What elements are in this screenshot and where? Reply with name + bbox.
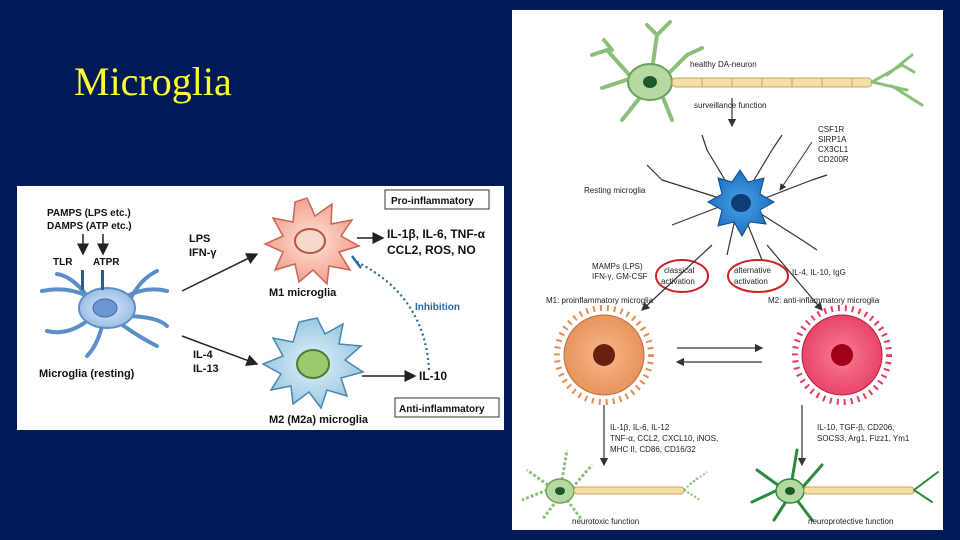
receptor-cd200r: CD200R [818,155,849,164]
m2-products-line2: SOCS3, Arg1, Fizz1, Ym1 [817,434,910,443]
damps-label: DAMPS (ATP etc.) [47,221,132,232]
m1-microglia-cell [263,197,361,286]
arrow-to-m2 [181,335,259,366]
m1-stimulus-lps: LPS [189,233,210,245]
m2-microglia-cell [261,317,365,410]
arrow-to-m2 [766,244,823,311]
tlr-label: TLR [53,257,73,268]
resting-microglia-label: Resting microglia [584,186,646,195]
classical-line1: classical [664,266,694,275]
pro-inflammatory-label: Pro-inflammatory [391,196,474,207]
mamps-line1: MAMPs (LPS) [592,262,643,271]
surveillance-label: surveillance function [694,101,766,110]
alt-stimuli: IL-4, IL-10, IgG [792,268,846,277]
m1-cytokines-line2: CCL2, ROS, NO [387,243,476,257]
healthy-neuron-label: healthy DA-neuron [690,60,757,69]
receptor-csf1r: CSF1R [818,125,844,134]
inhibition-curve [356,261,431,371]
receptor-cx3cl1: CX3CL1 [818,145,849,154]
activation-pathway-diagram: PAMPS (LPS etc.) DAMPS (ATP etc.) TLR AT… [17,186,504,430]
alternative-line2: activation [734,277,768,286]
healthy-neuron [590,20,924,122]
m2-products-line1: IL-10, TGF-β, CD206, [817,423,894,432]
classical-activation-oval [655,259,709,293]
m2-cytokine: IL-10 [419,369,447,383]
receptor-sirp1a: SIRP1A [818,135,847,144]
m2-antiinflammatory-cell [792,305,892,405]
m1-products-line3: MHC II, CD86, CD16/32 [610,445,696,454]
atpr-label: ATPR [93,257,120,268]
neuroprotective-label: neuroprotective function [808,517,893,526]
neuroprotective-neuron [750,448,939,522]
m2-stimulus-il4: IL-4 [193,349,213,361]
resting-microglia-cell [40,269,169,358]
inhibition-bar [351,255,362,269]
m1-products-line2: TNF-α, CCL2, CXCL10, iNOS, [610,434,718,443]
m1-label: M1: proinflammatory microglia [546,296,654,305]
mamps-line2: IFN-γ, GM-CSF [592,272,648,281]
microglia-states-diagram: healthy DA-neuron surveillance function … [512,10,943,530]
m1-label: M1 microglia [269,287,337,299]
neurotoxic-label: neurotoxic function [572,517,639,526]
m1-cytokines-line1: IL-1β, IL-6, TNF-α [387,227,486,241]
neurotoxic-neuron [521,449,708,521]
classical-line2: activation [661,277,695,286]
pamps-label: PAMPS (LPS etc.) [47,208,131,219]
pro-inflammatory-box [384,189,490,210]
m1-stimulus-ifn: IFN-γ [189,247,217,259]
m2-label: M2: anti-inflammatory microglia [768,296,880,305]
resting-microglia [646,134,828,261]
inhibition-label: Inhibition [415,302,460,313]
anti-inflammatory-label: Anti-inflammatory [399,404,485,415]
m2-label: M2 (M2a) microglia [269,414,369,426]
anti-inflammatory-box [394,397,500,418]
arrow-to-m1 [181,253,259,292]
slide-title: Microglia [74,59,232,104]
alternative-line1: alternative [734,266,771,275]
receptor-arrow [779,141,813,191]
resting-label: Microglia (resting) [39,368,135,380]
m1-proinflammatory-cell [554,305,654,405]
alternative-activation-oval [727,259,789,293]
m1-products-line1: IL-1β, IL-6, IL-12 [610,423,670,432]
m2-stimulus-il13: IL-13 [193,363,219,375]
arrow-to-m1 [641,244,713,311]
